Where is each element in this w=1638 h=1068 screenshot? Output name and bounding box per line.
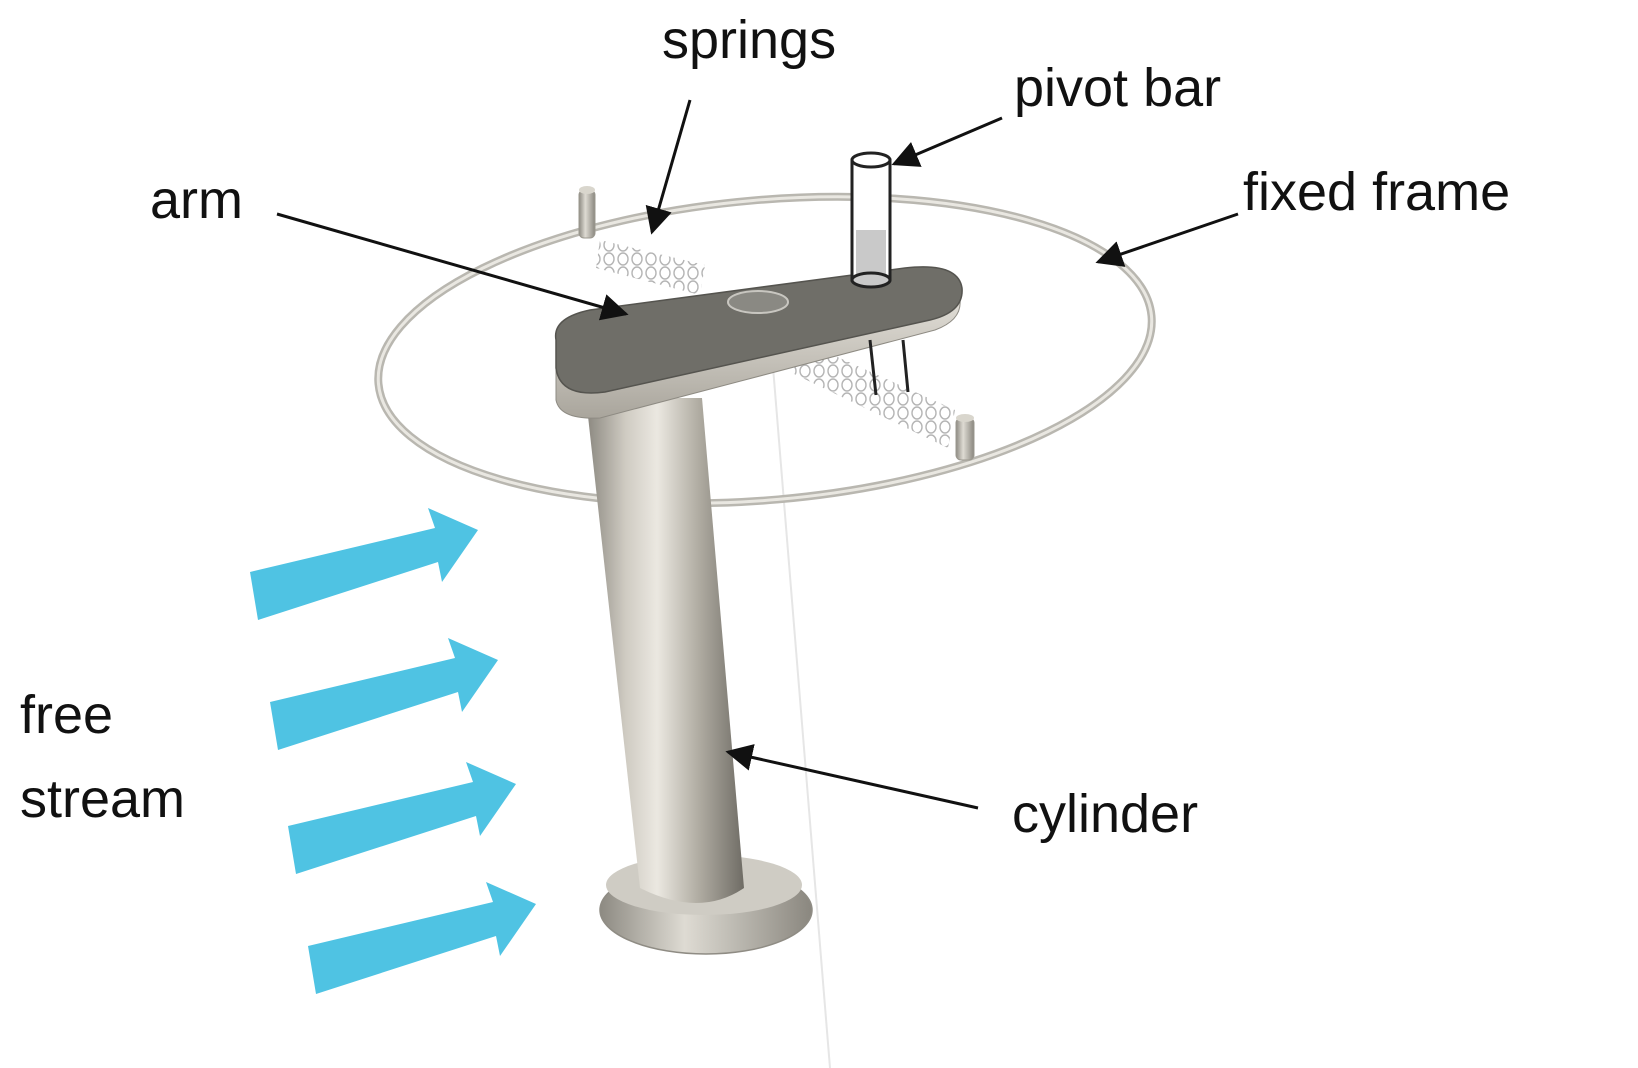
flow-arrow-4 [308,882,536,994]
frame-post-right [955,417,975,461]
arm-leader [276,212,629,321]
fixed-frame [374,186,1156,508]
flow-arrow-1 [250,508,478,620]
label-fixed-frame: fixed frame [1243,162,1510,222]
flow-arrows [250,508,536,994]
label-arm: arm [150,170,243,230]
cylinder [586,398,813,955]
flow-arrow-3 [288,762,516,874]
springs [596,240,955,448]
label-springs: springs [662,10,836,70]
springs-leader [645,99,692,235]
label-stream: stream [20,769,186,829]
label-cylinder: cylinder [1012,784,1198,844]
cylinder-leader [725,744,979,810]
pivot-bar-leader [891,116,1003,167]
flow-arrow-2 [270,638,498,750]
frame-post-left [578,189,596,239]
pivot-bar [850,151,910,396]
arm [554,266,963,419]
label-pivot-bar: pivot bar [1014,58,1221,118]
arm-hub [727,290,789,314]
leader-lines [276,99,1239,810]
fixed-frame-leader [1095,212,1239,267]
label-free: free [20,685,114,745]
background-guide-line [769,329,831,1068]
